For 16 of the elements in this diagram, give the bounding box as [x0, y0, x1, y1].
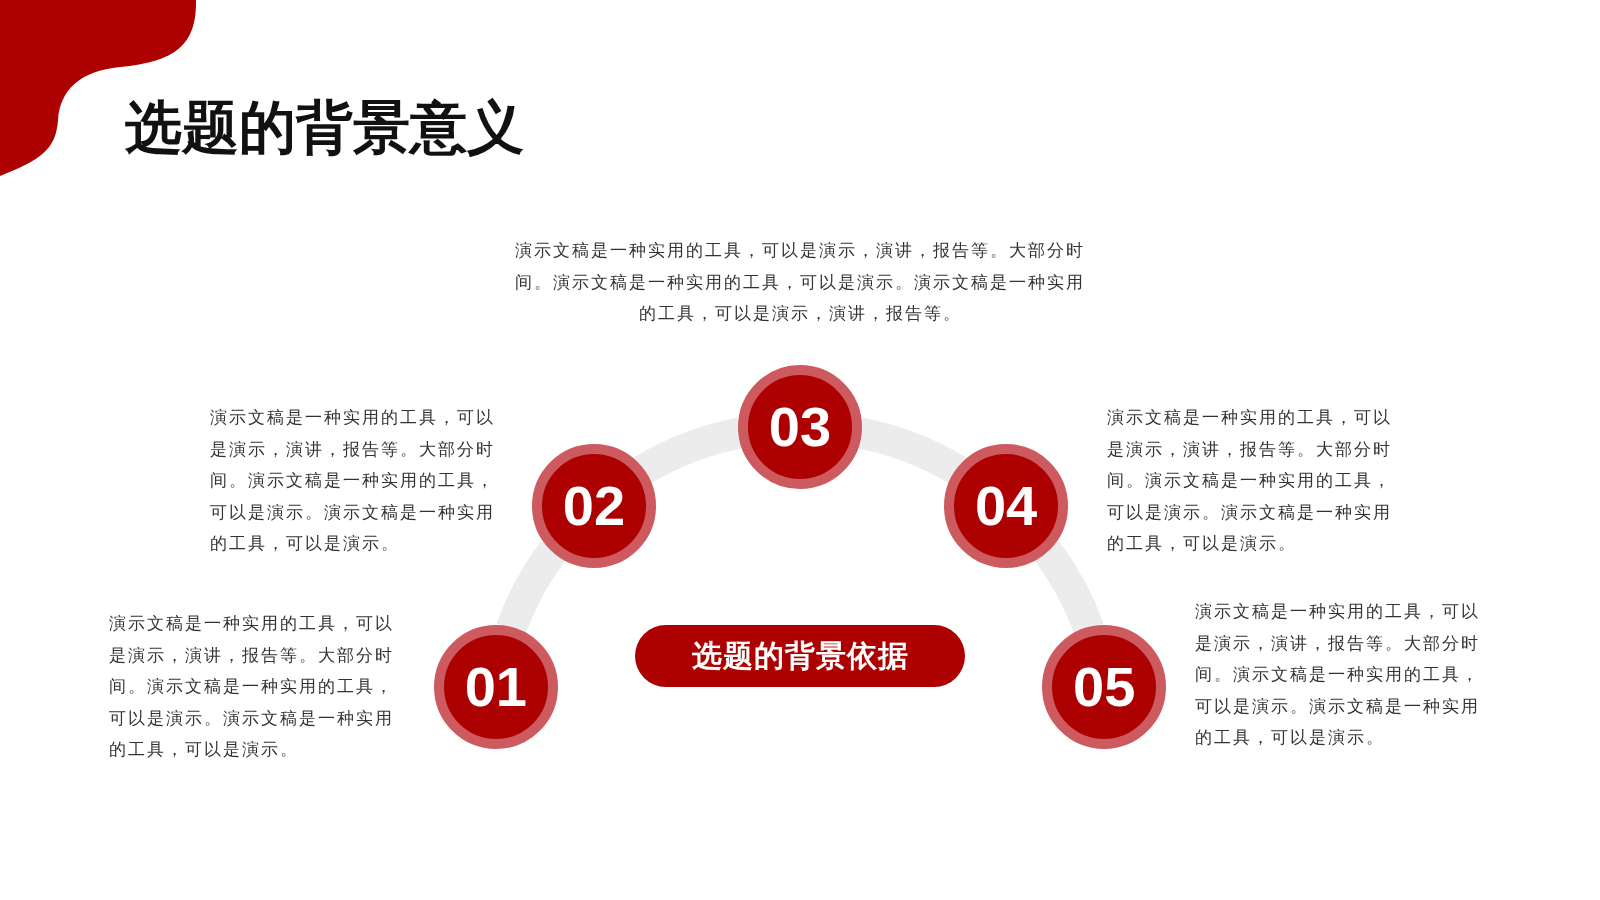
- arc-connector: [856, 417, 966, 485]
- description-text: 演示文稿是一种实用的工具，可以是演示，演讲，报告等。大部分时间。演示文稿是一种实用的工具，可以是演示。演示文稿是一种实用的工具，可以是演示。: [109, 612, 395, 762]
- step-number: 03: [768, 399, 832, 455]
- description-text: 演示文稿是一种实用的工具，可以是演示，演讲，报告等。大部分时间。演示文稿是一种实用的工具，可以是演示。演示文稿是一种实用的工具，可以是演示。: [1195, 600, 1481, 750]
- description-text: 演示文稿是一种实用的工具，可以是演示，演讲，报告等。大部分时间。演示文稿是一种实用的工具，可以是演示。演示文稿是一种实用的工具，可以是演示。: [1107, 406, 1393, 556]
- arc-connector: [496, 541, 567, 635]
- description-text: 演示文稿是一种实用的工具，可以是演示，演讲，报告等。大部分时间。演示文稿是一种实用的工具，可以是演示。演示文稿是一种实用的工具，可以是演示，演讲，报告等。: [514, 239, 1086, 326]
- step-number: 02: [562, 478, 626, 535]
- step-number: 01: [464, 658, 527, 715]
- step-number: 05: [1073, 658, 1136, 715]
- step-number: 04: [974, 478, 1038, 535]
- slide-title: 选题的背景意义: [125, 93, 524, 162]
- description-text: 演示文稿是一种实用的工具，可以是演示，演讲，报告等。大部分时间。演示文稿是一种实用的工具，可以是演示。演示文稿是一种实用的工具，可以是演示。: [210, 406, 496, 556]
- arc-connector: [634, 417, 744, 485]
- arc-connector: [1033, 541, 1104, 635]
- heading-text: 选题的背景依据: [691, 638, 909, 674]
